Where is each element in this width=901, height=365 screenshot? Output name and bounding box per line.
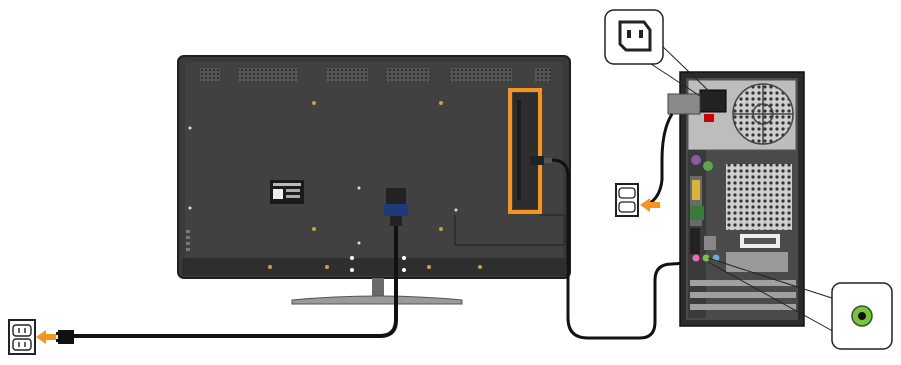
iec-power-socket-icon (618, 20, 652, 52)
wall-outlet-right-icon (615, 183, 639, 217)
audio-jack-icon (851, 305, 873, 327)
monitor-stand-icon (291, 278, 463, 305)
tower-power-plug-icon (667, 93, 701, 115)
callout-power-socket (604, 9, 664, 65)
monitor-rear-icon (177, 55, 571, 279)
monitor-input-port-panel-highlight (508, 88, 542, 214)
hdmi-connector-icon (530, 156, 552, 165)
tower-power-cable (647, 113, 674, 206)
power-supply-fan-icon (732, 83, 794, 145)
callout-audio-jack (831, 282, 893, 350)
power-plug-icon (36, 330, 74, 344)
computer-tower-icon (679, 71, 805, 327)
wall-outlet-left-icon (8, 319, 36, 355)
monitor-power-cable (72, 226, 398, 338)
right-plug-arrow-icon (640, 198, 660, 212)
hdmi-cable (551, 158, 701, 340)
monitor-power-connector-icon (384, 188, 408, 226)
